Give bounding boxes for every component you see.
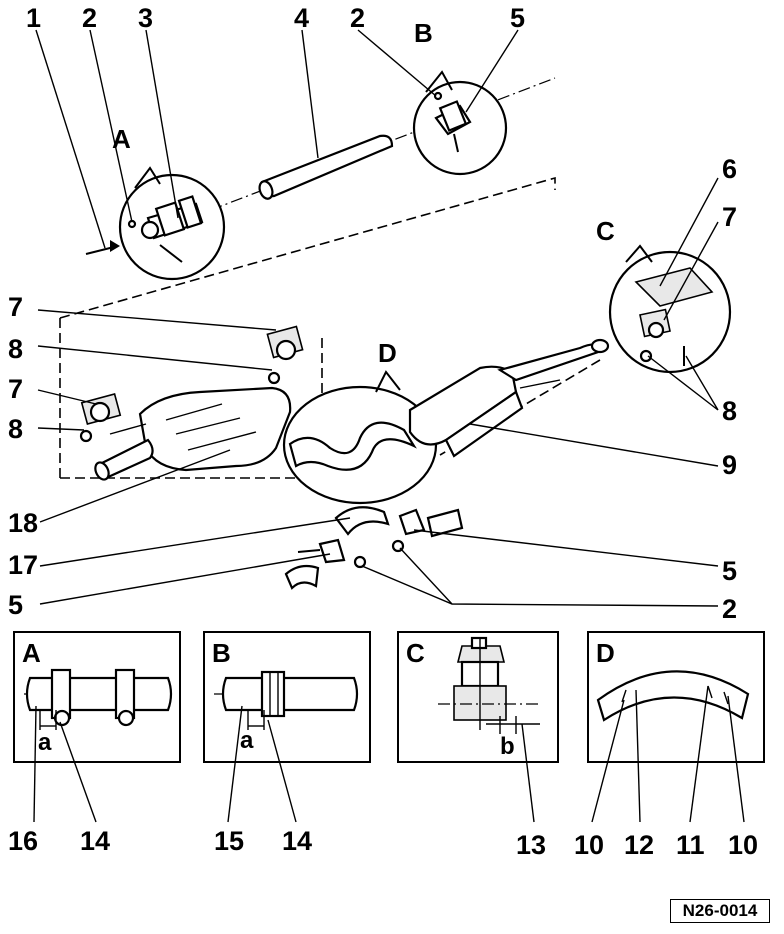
panel-c-letter: C: [406, 638, 425, 668]
callout-15: 15: [214, 826, 244, 856]
clamp-left: [284, 538, 367, 590]
pipe-bend-17: [334, 506, 390, 536]
center-muffler: [94, 386, 292, 481]
main-exhaust-assembly: [37, 176, 732, 607]
panel-b-letter: B: [212, 638, 231, 668]
callout-2: 2: [82, 3, 97, 33]
detail-letter-c: C: [596, 216, 615, 246]
detail-letter-b: B: [414, 18, 433, 48]
detail-letter-d: D: [378, 338, 397, 368]
hanger-left-lower: [79, 392, 122, 443]
front-pipe-assembly: [35, 29, 556, 281]
hanger-left-upper: [266, 325, 304, 385]
callout-16: 16: [8, 826, 38, 856]
clamp-right: [391, 508, 464, 553]
reference-code: N26-0014: [670, 899, 770, 923]
callout-18: 18: [8, 508, 38, 538]
callout-5: 5: [510, 3, 525, 33]
callout-14: 14: [282, 826, 312, 856]
detail-panel-b: [203, 631, 371, 823]
detail-bubble-c: [608, 244, 732, 374]
callout-13: 13: [516, 830, 546, 860]
callout-10: 10: [574, 830, 604, 860]
panel-a-dim: a: [38, 729, 52, 756]
detail-panel-c: [397, 631, 559, 823]
callout-5: 5: [722, 556, 737, 586]
callout-3: 3: [138, 3, 153, 33]
panel-d-letter: D: [596, 638, 615, 668]
detail-letter-a: A: [112, 124, 131, 154]
callout-17: 17: [8, 550, 38, 580]
callout-2: 2: [350, 3, 365, 33]
callout-7: 7: [8, 374, 23, 404]
callout-8: 8: [8, 414, 23, 444]
panel-c-dim: b: [500, 733, 515, 760]
callout-1: 1: [26, 3, 41, 33]
callout-6: 6: [722, 154, 737, 184]
callout-8: 8: [722, 396, 737, 426]
callout-8: 8: [8, 334, 23, 364]
callout-5: 5: [8, 590, 23, 620]
rear-muffler: [408, 338, 610, 458]
callout-labels: 1 2 3 4 2 5 6 7 7 8 7 8 8 9 18 17 5 5 2 …: [8, 3, 758, 860]
detail-panel-a: [13, 631, 181, 823]
callout-2: 2: [722, 594, 737, 624]
callout-11: 11: [676, 830, 705, 860]
callout-7: 7: [8, 292, 23, 322]
callout-9: 9: [722, 450, 737, 480]
panel-b-dim: a: [240, 727, 254, 754]
intermediate-pipe: [258, 134, 394, 200]
callout-10: 10: [728, 830, 758, 860]
detail-bubble-b: [412, 70, 508, 176]
callout-14: 14: [80, 826, 110, 856]
callout-7: 7: [722, 202, 737, 232]
panel-a-letter: A: [22, 638, 41, 668]
callout-4: 4: [294, 3, 309, 33]
callout-12: 12: [624, 830, 654, 860]
detail-panel-d: [587, 631, 765, 823]
